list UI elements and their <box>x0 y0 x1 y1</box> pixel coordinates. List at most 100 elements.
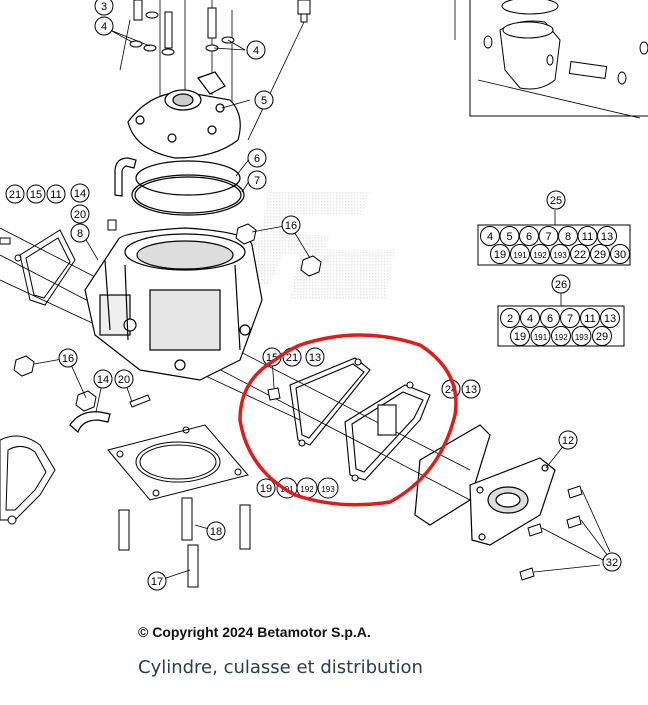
hose <box>69 157 137 434</box>
callout-c12: 12 <box>558 430 578 450</box>
left-cover <box>0 435 56 525</box>
kit-part-number: 7 <box>545 231 551 243</box>
callout-c13a: 13 <box>305 347 325 367</box>
kit-part-number: 13 <box>604 313 616 325</box>
callout-number: 12 <box>562 435 574 447</box>
callout-circle <box>247 170 267 190</box>
callout-circle <box>246 40 266 60</box>
callout-number: 6 <box>254 153 260 165</box>
callout-c17: 17 <box>147 571 167 591</box>
base-gasket <box>107 424 249 501</box>
callout-circle <box>206 521 226 541</box>
nuts <box>13 223 322 412</box>
callout-c4b: 4 <box>246 40 266 60</box>
kit-part-circle <box>610 244 630 264</box>
callout-number: 20 <box>118 374 130 386</box>
kit-part-circle <box>580 308 600 328</box>
callout-number: 4 <box>101 21 107 33</box>
callout-circle <box>147 571 167 591</box>
callout-c7: 7 <box>247 170 267 190</box>
kit-part-number: 7 <box>567 313 573 325</box>
kit-part-circle <box>540 308 560 328</box>
callout-c21: 21 <box>5 184 25 204</box>
kit-part-number: 30 <box>614 249 626 261</box>
kit-part-number: 192 <box>554 333 568 342</box>
kit-part-number: 29 <box>594 249 606 261</box>
callout-c8: 8 <box>70 223 90 243</box>
watermark-logo <box>250 192 395 300</box>
kit-part-circle <box>520 308 540 328</box>
kit-part-circle <box>510 244 530 264</box>
callout-circle <box>26 184 46 204</box>
kit-part-circle <box>592 326 612 346</box>
o-rings <box>131 160 245 216</box>
callout-c18: 18 <box>206 521 226 541</box>
callout-number: 13 <box>465 384 477 396</box>
callout-number: 21 <box>286 352 298 364</box>
callout-number: 13 <box>309 352 321 364</box>
callout-number: 14 <box>97 374 109 386</box>
callout-c16a: 16 <box>281 215 301 235</box>
kit-part-number: 29 <box>596 331 608 343</box>
callout-circle <box>461 379 481 399</box>
callout-c25: 25 <box>546 190 566 210</box>
callout-circle <box>70 223 90 243</box>
callout-c5: 5 <box>254 90 274 110</box>
kit-part-number: 193 <box>553 251 567 260</box>
callout-c19a: 19 <box>256 478 276 498</box>
kit-part-circle <box>571 326 592 346</box>
callout-circle <box>114 369 134 389</box>
kit-part-circle <box>550 244 570 264</box>
kit-part-number: 13 <box>601 231 613 243</box>
callout-circle <box>94 0 114 16</box>
callout-circle <box>558 430 578 450</box>
callout-circle <box>70 183 90 203</box>
callout-c15a: 15 <box>26 184 46 204</box>
callout-number: 21 <box>9 189 21 201</box>
callout-circle <box>317 477 339 499</box>
callout-c32: 32 <box>602 552 622 572</box>
callout-circle <box>58 348 78 368</box>
callout-circle <box>247 148 267 168</box>
kit-part-circle <box>560 308 580 328</box>
kit-part-number: 4 <box>487 231 493 243</box>
kit-part-number: 11 <box>584 313 595 325</box>
callout-circle <box>93 369 113 389</box>
callout-number: 26 <box>555 279 567 291</box>
kit-part-circle <box>530 326 551 346</box>
top-bolts <box>129 0 311 56</box>
kit-part-circle <box>590 244 610 264</box>
callout-c13b: 13 <box>461 379 481 399</box>
kit-part-circle <box>530 244 550 264</box>
callout-c6: 6 <box>247 148 267 168</box>
callout-c11: 11 <box>46 184 66 204</box>
callout-number: 5 <box>261 95 267 107</box>
diagram-caption: Cylindre, culasse et distribution <box>138 657 423 678</box>
kit-part-number: 19 <box>514 331 526 343</box>
kit-part-number: 193 <box>575 333 589 342</box>
kit-part-number: 4 <box>527 313 533 325</box>
callout-number: 8 <box>77 228 83 240</box>
callout-c16b: 16 <box>58 348 78 368</box>
kit-part-circle <box>551 326 571 346</box>
kit-part-number: 8 <box>565 231 571 243</box>
callout-circle <box>46 184 66 204</box>
piston-kit-box <box>469 0 648 117</box>
callout-number: 32 <box>606 557 618 569</box>
callout-circle <box>5 184 25 204</box>
callout-circle <box>70 204 90 224</box>
copyright-notice: © Copyright 2024 Betamotor S.p.A. <box>138 624 371 640</box>
callout-circle <box>305 347 325 367</box>
kit-part-number: 5 <box>506 231 512 243</box>
kit-part-number: 11 <box>582 231 593 243</box>
exhaust-flange-gaskets <box>289 357 431 482</box>
callout-circle <box>281 215 301 235</box>
callout-circle <box>546 190 566 210</box>
callout-c193a: 193 <box>317 477 339 499</box>
callout-circle <box>254 90 274 110</box>
exhaust-valve-cover <box>414 424 556 546</box>
callout-c20a: 20 <box>70 204 90 224</box>
kit-part-number: 2 <box>507 313 513 325</box>
